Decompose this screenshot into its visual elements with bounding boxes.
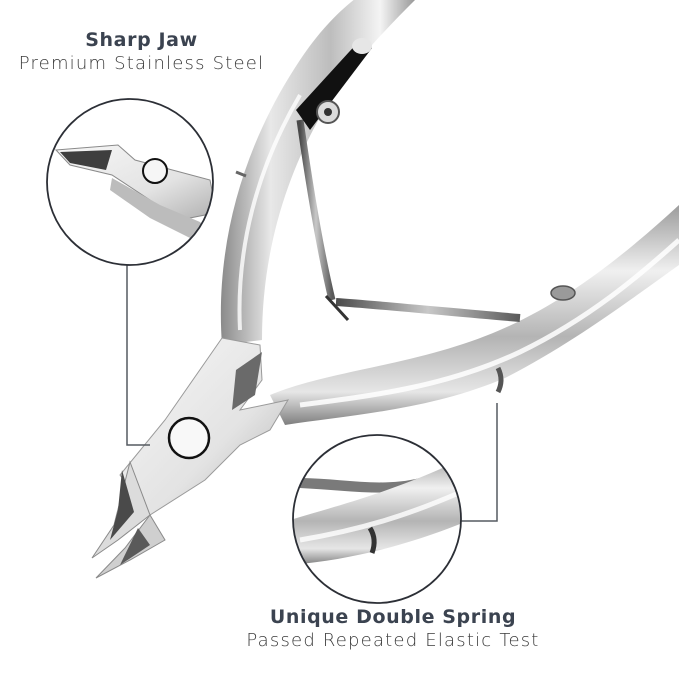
callout-jaw-title: Sharp Jaw xyxy=(85,29,198,51)
callout-jaw: Sharp Jaw Premium Stainless Steel xyxy=(14,28,269,76)
lower-handle xyxy=(270,205,679,425)
jaw-closeup xyxy=(47,99,213,265)
callout-spring: Unique Double Spring Passed Repeated Ela… xyxy=(236,605,550,653)
callout-jaw-subtitle: Premium Stainless Steel xyxy=(18,53,265,74)
callout-spring-title: Unique Double Spring xyxy=(269,606,517,628)
callout-line-spring xyxy=(461,403,498,522)
spring-upper xyxy=(296,119,336,301)
spring-closeup-frame xyxy=(292,434,462,604)
spring-lower xyxy=(335,298,521,322)
callout-spring-subtitle: Passed Repeated Elastic Test xyxy=(246,630,540,651)
callout-line-jaw xyxy=(126,265,150,446)
hinge-pivot xyxy=(167,416,211,460)
spring-closeup xyxy=(293,435,461,603)
jaw-closeup-frame xyxy=(46,98,214,266)
